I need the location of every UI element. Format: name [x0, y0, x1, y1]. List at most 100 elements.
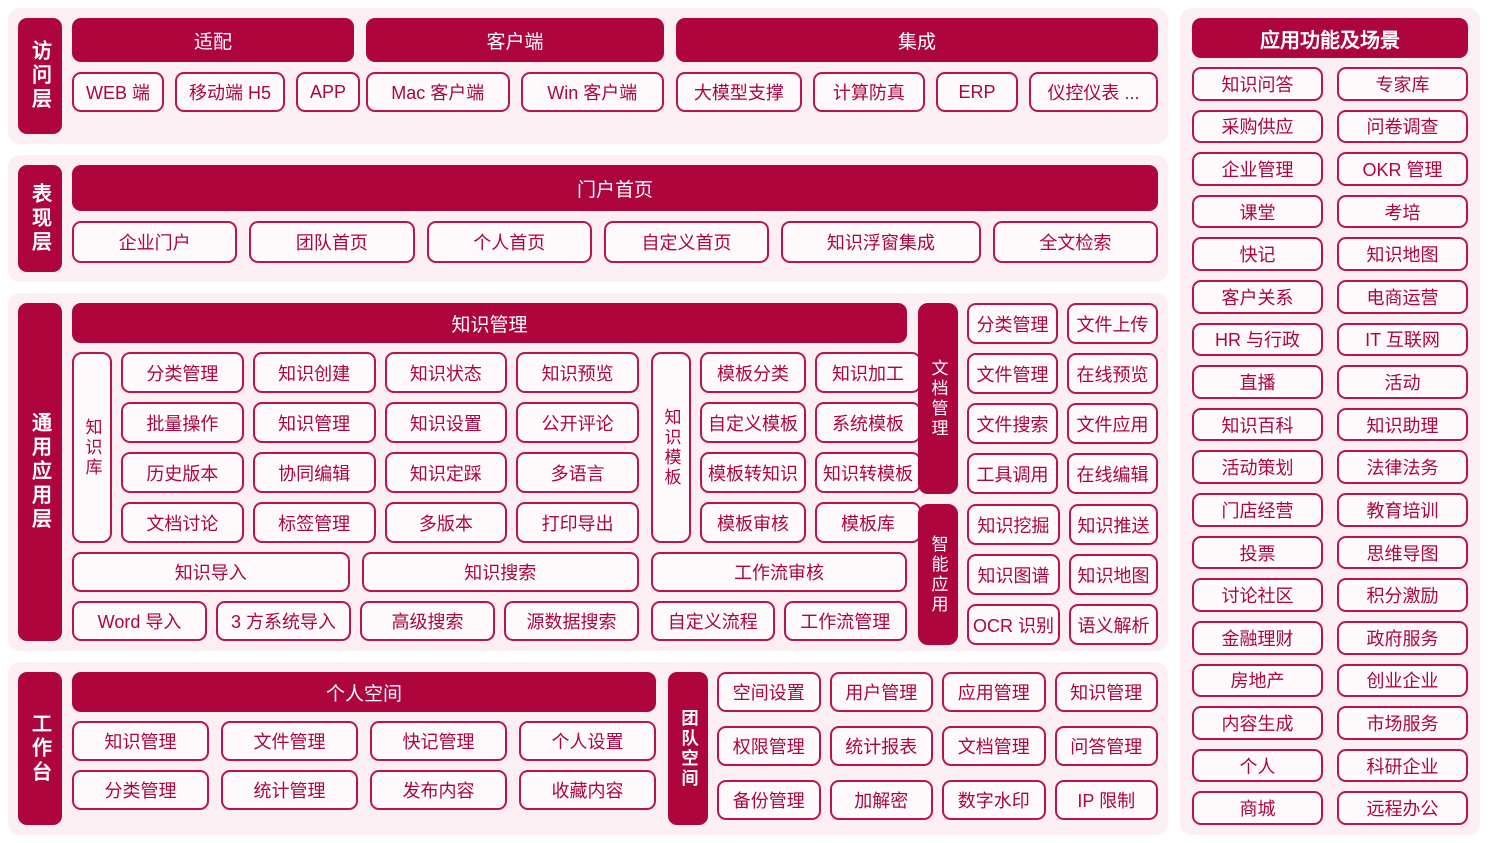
chip-ts-encrypt-decrypt[interactable]: 加解密 [829, 780, 933, 820]
chip-scenario-18[interactable]: 活动策划 [1192, 450, 1323, 485]
chip-scenario-16[interactable]: 知识百科 [1192, 407, 1323, 442]
chip-scenario-35[interactable]: 远程办公 [1337, 791, 1468, 825]
chip-scenario-3[interactable]: 问卷调查 [1337, 109, 1468, 144]
chip-knowledge-map[interactable]: 知识地图 [1069, 554, 1158, 595]
chip-workflow-manage[interactable]: 工作流管理 [783, 601, 907, 641]
chip-scenario-7[interactable]: 考培 [1337, 194, 1468, 229]
chip-ts-doc-mgmt[interactable]: 文档管理 [942, 726, 1046, 766]
chip-knowledge-push[interactable]: 知识推送 [1069, 504, 1158, 545]
chip-km-print-export[interactable]: 打印导出 [516, 502, 639, 543]
chip-tpl-library[interactable]: 模板库 [815, 502, 921, 543]
chip-tpl-review[interactable]: 模板审核 [700, 502, 806, 543]
chip-team-home[interactable]: 团队首页 [249, 221, 415, 263]
chip-tpl-custom[interactable]: 自定义模板 [700, 402, 806, 443]
chip-scenario-4[interactable]: 企业管理 [1192, 152, 1323, 186]
chip-ts-space-settings[interactable]: 空间设置 [717, 672, 821, 712]
chip-web[interactable]: WEB 端 [72, 72, 165, 112]
chip-mobile-h5[interactable]: 移动端 H5 [175, 72, 286, 112]
chip-ps-personal-settings[interactable]: 个人设置 [519, 721, 656, 761]
chip-compute-sim[interactable]: 计算防真 [812, 72, 925, 112]
chip-km-tag-manage[interactable]: 标签管理 [252, 502, 376, 543]
chip-ts-permission-mgmt[interactable]: 权限管理 [717, 726, 821, 766]
chip-ts-ip-restrict[interactable]: IP 限制 [1054, 780, 1158, 820]
chip-ps-file-mgmt[interactable]: 文件管理 [221, 721, 358, 761]
chip-advanced-search[interactable]: 高级搜索 [360, 601, 495, 641]
chip-scenario-34[interactable]: 商城 [1192, 791, 1323, 825]
chip-scenario-23[interactable]: 思维导图 [1337, 535, 1468, 570]
chip-file-app[interactable]: 文件应用 [1067, 403, 1158, 444]
chip-scenario-33[interactable]: 科研企业 [1337, 748, 1468, 783]
chip-source-data-search[interactable]: 源数据搜索 [504, 601, 639, 641]
chip-online-edit[interactable]: 在线编辑 [1067, 453, 1158, 494]
chip-doc-category[interactable]: 分类管理 [967, 303, 1058, 344]
chip-file-upload[interactable]: 文件上传 [1067, 303, 1158, 344]
chip-scenario-27[interactable]: 政府服务 [1337, 620, 1468, 655]
chip-ts-knowledge-mgmt[interactable]: 知识管理 [1054, 672, 1158, 712]
chip-ps-stats-mgmt[interactable]: 统计管理 [221, 770, 358, 810]
chip-knowledge-float[interactable]: 知识浮窗集成 [781, 221, 981, 263]
chip-thirdparty-import[interactable]: 3 方系统导入 [216, 601, 351, 641]
chip-km-collab-edit[interactable]: 协同编辑 [252, 452, 376, 493]
chip-km-history[interactable]: 历史版本 [121, 452, 244, 493]
chip-ps-favorites[interactable]: 收藏内容 [519, 770, 656, 810]
chip-km-create[interactable]: 知识创建 [252, 352, 376, 393]
chip-custom-home[interactable]: 自定义首页 [603, 221, 770, 263]
chip-km-multilang[interactable]: 多语言 [516, 452, 639, 493]
chip-knowledge-graph[interactable]: 知识图谱 [967, 554, 1060, 595]
chip-km-status[interactable]: 知识状态 [384, 352, 508, 393]
chip-mac-client[interactable]: Mac 客户端 [366, 72, 510, 112]
chip-scenario-29[interactable]: 创业企业 [1337, 663, 1468, 698]
chip-scenario-15[interactable]: 活动 [1337, 365, 1468, 399]
chip-win-client[interactable]: Win 客户端 [520, 72, 664, 112]
chip-scenario-25[interactable]: 积分激励 [1337, 578, 1468, 612]
chip-llm-support[interactable]: 大模型支撑 [676, 72, 802, 112]
chip-enterprise-portal[interactable]: 企业门户 [72, 221, 238, 263]
chip-ps-knowledge-mgmt[interactable]: 知识管理 [72, 721, 209, 761]
chip-semantic-parse[interactable]: 语义解析 [1069, 604, 1158, 645]
chip-ts-qa-mgmt[interactable]: 问答管理 [1054, 726, 1158, 766]
chip-word-import[interactable]: Word 导入 [72, 601, 207, 641]
chip-tpl-system[interactable]: 系统模板 [815, 402, 921, 443]
chip-km-preview[interactable]: 知识预览 [516, 352, 639, 393]
chip-km-doc-discuss[interactable]: 文档讨论 [121, 502, 244, 543]
chip-ocr-recognition[interactable]: OCR 识别 [967, 604, 1060, 645]
chip-scenario-24[interactable]: 讨论社区 [1192, 578, 1323, 612]
chip-fulltext-search[interactable]: 全文检索 [992, 221, 1158, 263]
chip-tpl-to-knowledge[interactable]: 模板转知识 [700, 452, 806, 493]
chip-knowledge-mining[interactable]: 知识挖掘 [967, 504, 1060, 545]
chip-ts-stat-report[interactable]: 统计报表 [829, 726, 933, 766]
chip-scenario-9[interactable]: 知识地图 [1337, 237, 1468, 272]
chip-ts-user-mgmt[interactable]: 用户管理 [829, 672, 933, 712]
chip-online-preview[interactable]: 在线预览 [1067, 353, 1158, 394]
chip-km-manage[interactable]: 知识管理 [252, 402, 376, 443]
chip-scenario-6[interactable]: 课堂 [1192, 194, 1323, 229]
chip-personal-home[interactable]: 个人首页 [426, 221, 592, 263]
chip-scenario-21[interactable]: 教育培训 [1337, 493, 1468, 527]
chip-scenario-0[interactable]: 知识问答 [1192, 67, 1323, 101]
chip-scenario-31[interactable]: 市场服务 [1337, 706, 1468, 740]
chip-ps-quicknote-mgmt[interactable]: 快记管理 [370, 721, 507, 761]
chip-scenario-32[interactable]: 个人 [1192, 748, 1323, 783]
chip-app[interactable]: APP [296, 72, 361, 112]
chip-knowledge-import-title[interactable]: 知识导入 [72, 552, 350, 592]
chip-scenario-5[interactable]: OKR 管理 [1337, 152, 1468, 186]
chip-scenario-8[interactable]: 快记 [1192, 237, 1323, 272]
chip-knowledge-to-tpl[interactable]: 知识转模板 [815, 452, 921, 493]
chip-ts-watermark[interactable]: 数字水印 [942, 780, 1046, 820]
chip-scenario-12[interactable]: HR 与行政 [1192, 322, 1323, 357]
chip-scenario-22[interactable]: 投票 [1192, 535, 1323, 570]
chip-instrument[interactable]: 仪控仪表 ... [1028, 72, 1158, 112]
chip-erp[interactable]: ERP [935, 72, 1018, 112]
chip-scenario-26[interactable]: 金融理财 [1192, 620, 1323, 655]
chip-scenario-2[interactable]: 采购供应 [1192, 109, 1323, 144]
chip-scenario-10[interactable]: 客户关系 [1192, 280, 1323, 314]
chip-scenario-20[interactable]: 门店经营 [1192, 493, 1323, 527]
chip-km-tracking[interactable]: 知识定踩 [384, 452, 508, 493]
chip-km-public-comment[interactable]: 公开评论 [516, 402, 639, 443]
chip-scenario-17[interactable]: 知识助理 [1337, 407, 1468, 442]
chip-ts-app-mgmt[interactable]: 应用管理 [942, 672, 1046, 712]
chip-scenario-13[interactable]: IT 互联网 [1337, 322, 1468, 357]
chip-scenario-1[interactable]: 专家库 [1337, 67, 1468, 101]
chip-ps-publish-content[interactable]: 发布内容 [370, 770, 507, 810]
chip-scenario-30[interactable]: 内容生成 [1192, 706, 1323, 740]
